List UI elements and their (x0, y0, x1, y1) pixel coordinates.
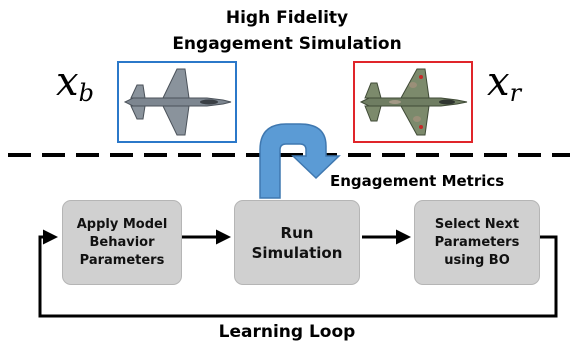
red-jet-icon (359, 68, 468, 136)
title-line-1: High Fidelity (225, 8, 349, 28)
blue-jet-icon (123, 68, 232, 136)
learning-loop-label: Learning Loop (218, 322, 356, 342)
node-run-simulation: Run Simulation (234, 200, 360, 285)
blue-aircraft-frame (117, 61, 237, 143)
curved-arrow-icon (259, 123, 341, 199)
red-aircraft-frame (353, 61, 473, 143)
node-apply-parameters: Apply Model Behavior Parameters (62, 200, 182, 285)
node-select-parameters: Select Next Parameters using BO (414, 200, 540, 285)
red-variable-label: xr (487, 62, 521, 105)
learning-loop-path (38, 229, 558, 318)
red-variable-subscript: r (509, 79, 522, 107)
node-select-label: Select Next Parameters using BO (434, 216, 520, 268)
blue-variable-subscript: b (78, 79, 94, 107)
blue-variable-base: x (56, 59, 79, 105)
node-apply-label: Apply Model Behavior Parameters (76, 216, 168, 268)
title-line-2: Engagement Simulation (172, 34, 402, 54)
engagement-metrics-label: Engagement Metrics (330, 172, 505, 190)
blue-variable-label: xb (56, 62, 94, 105)
node-run-label: Run Simulation (251, 223, 343, 262)
red-variable-base: x (487, 59, 510, 105)
